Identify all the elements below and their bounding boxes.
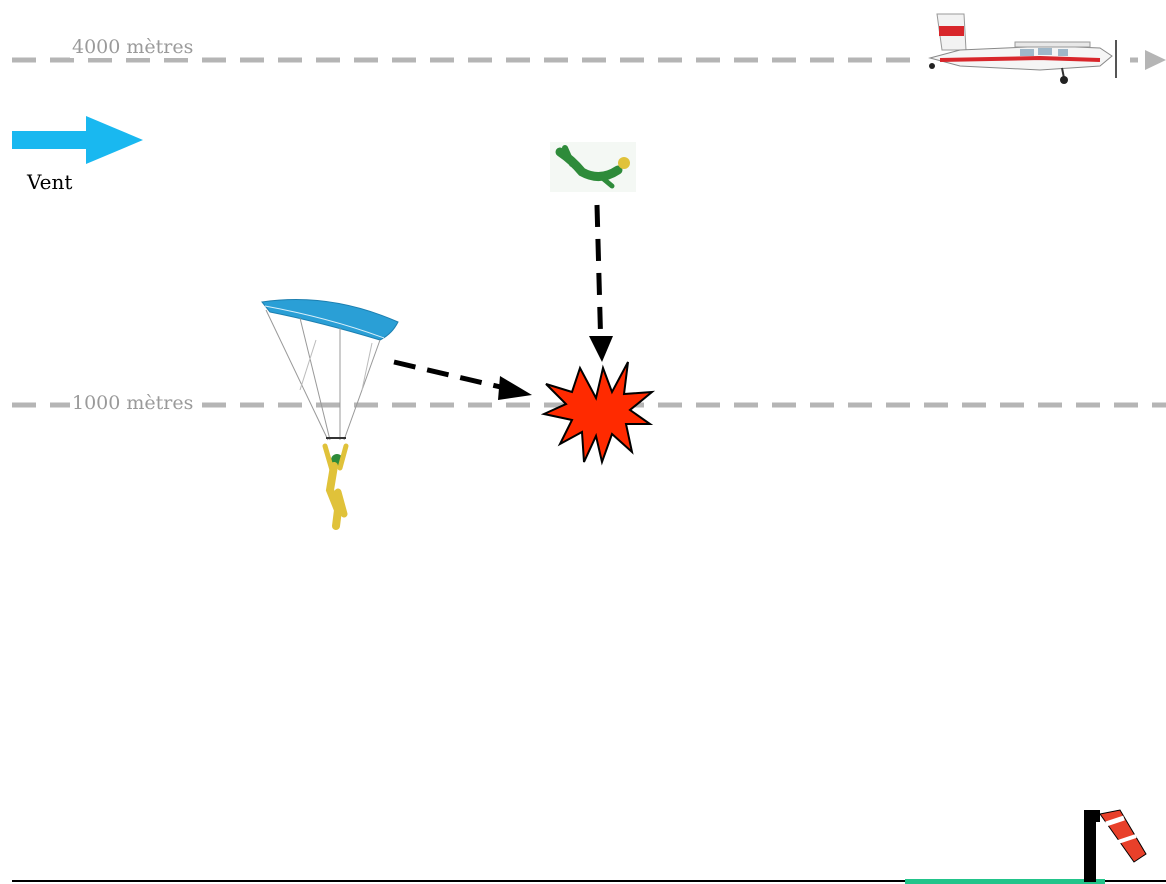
altitude-label-1000: 1000 mètres	[70, 392, 195, 414]
canopy-arrowhead	[498, 376, 532, 400]
windsock-icon	[1084, 810, 1146, 882]
wind-label: Vent	[27, 170, 72, 194]
freefall-skydiver-icon	[550, 142, 636, 192]
wind-arrow-icon	[12, 116, 143, 164]
airplane-icon	[922, 10, 1130, 85]
freefall-arrowhead	[589, 336, 613, 362]
freefall-trajectory-arrow	[597, 205, 601, 352]
altitude-label-4000: 4000 mètres	[70, 36, 195, 58]
grass-patch	[905, 879, 1105, 884]
canopy-trajectory-arrow	[394, 362, 505, 388]
altitude-line-arrowhead	[1145, 50, 1166, 70]
collision-burst-icon	[544, 362, 652, 462]
parachutist-icon	[262, 300, 398, 527]
